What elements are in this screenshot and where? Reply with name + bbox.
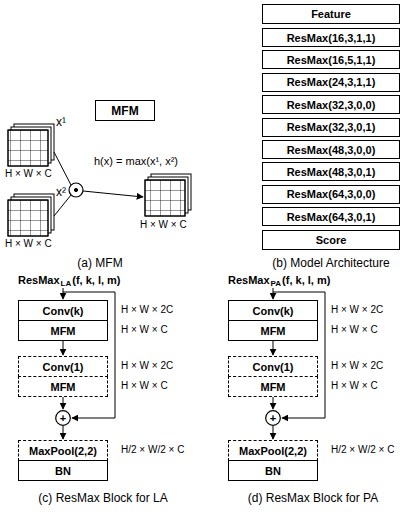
formula-label: h(x) = max(x¹, x²) [94,155,178,168]
flow-arrow [63,426,64,439]
node-text: Conv(1) [253,361,294,373]
input-box: Feature [262,4,400,24]
caption: (d) ResMax Block for PA [248,492,378,506]
resmax-block: ResMax(24,3,1,1) [262,73,400,92]
node-text: ResMax(16,5,1,1) [287,54,376,66]
caption: (b) Model Architecture [272,257,389,271]
node-text: MaxPool(2,2) [239,445,307,457]
node-text: Conv(1) [43,361,84,373]
node-text: BN [55,465,71,477]
block-subscript: PA [271,279,282,288]
block-title: ResMax [228,274,270,287]
dimension-label: H × W × C [331,380,378,392]
node-text: Conv(k) [253,305,294,317]
optional-maxpool-box: MaxPool(2,2) [18,440,108,461]
mfm-box: MFM [228,320,318,341]
conv-box: Conv(k) [18,300,108,321]
node-text: MFM [50,325,75,337]
resmax-block: ResMax(16,3,1,1) [262,28,400,47]
node-text: Feature [311,8,351,20]
flow-arrow [63,397,64,409]
output-box: Score [262,230,400,250]
node-text: ResMax(32,3,0,1) [287,121,376,133]
flow-arrow [273,341,274,355]
node-text: MaxPool(2,2) [29,445,97,457]
resmax-block: ResMax(32,3,0,0) [262,95,400,114]
optional-conv-box: Conv(1) [228,356,318,377]
caption: (c) ResMax Block for LA [38,492,167,506]
dimension-label: H × W × 2C [121,304,173,316]
node-text: Score [316,234,347,246]
resmax-block: ResMax(48,3,0,0) [262,140,400,159]
sum-node: + [55,410,71,426]
mfm-box: MFM [95,100,155,121]
resmax-block: ResMax(32,3,0,1) [262,118,400,137]
node-text: MFM [111,104,138,118]
optional-mfm-box: MFM [18,376,108,397]
optional-conv-box: Conv(1) [18,356,108,377]
block-params: (f, k, l, m) [72,274,120,287]
dimension-label: H × W × 2C [121,360,173,372]
dimension-label: H × W × C [5,168,52,180]
mfm-box: MFM [18,320,108,341]
dimension-label: H × W × C [331,324,378,336]
node-text: ResMax(48,3,0,0) [287,144,376,156]
node-text: ResMax(48,3,0,1) [287,166,376,178]
flow-arrow [63,341,64,355]
dimension-label: H × W × 2C [331,304,383,316]
resmax-block: ResMax(64,3,0,1) [262,207,400,226]
conv-box: Conv(k) [228,300,318,321]
feature-map-x1 [8,124,54,166]
node-text: ResMax(64,3,0,0) [287,188,376,200]
variable-label: x¹ [56,116,66,130]
dimension-label: H × W × C [5,238,52,250]
resmax-block: ResMax(16,5,1,1) [262,50,400,69]
batchnorm-box: BN [18,460,108,481]
feature-map-output [145,174,191,216]
node-text: ResMax(16,3,1,1) [287,32,376,44]
optional-mfm-box: MFM [228,376,318,397]
flow-arrow [273,426,274,439]
sum-node: + [265,410,281,426]
optional-maxpool-box: MaxPool(2,2) [228,440,318,461]
node-text: MFM [260,381,285,393]
node-text: + [60,412,66,424]
feature-map-x2 [8,194,54,236]
batchnorm-box: BN [228,460,318,481]
node-text: Conv(k) [43,305,84,317]
node-text: MFM [50,381,75,393]
caption: (a) MFM [77,257,122,271]
resmax-block: ResMax(48,3,0,1) [262,162,400,181]
flow-arrow [273,397,274,409]
dimension-label: H × W × 2C [331,360,383,372]
node-text: BN [265,465,281,477]
block-title: ResMax [18,274,60,287]
dimension-label: H/2 × W/2 × C [331,444,394,456]
node-text: ResMax(24,3,1,1) [287,76,376,88]
variable-label: x² [56,186,66,200]
block-subscript: LA [61,279,72,288]
node-text: + [270,412,276,424]
dimension-label: H/2 × W/2 × C [121,444,184,456]
dimension-label: H × W × C [140,219,187,231]
resmax-block: ResMax(64,3,0,0) [262,185,400,204]
dimension-label: H × W × C [121,380,168,392]
node-text: ResMax(32,3,0,0) [287,99,376,111]
block-params: (f, k, l, m) [282,274,330,287]
node-text: ResMax(64,3,0,1) [287,211,376,223]
dimension-label: H × W × C [121,324,168,336]
node-text: MFM [260,325,285,337]
